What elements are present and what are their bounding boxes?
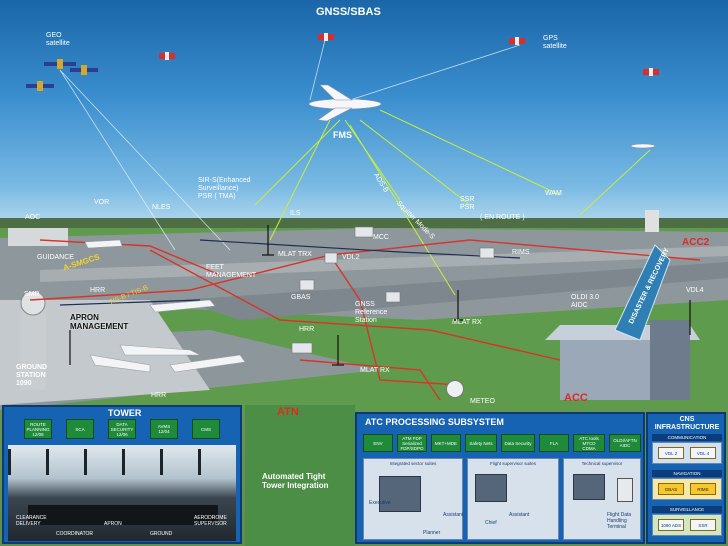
- tower-module-cms[interactable]: CMS: [192, 419, 220, 439]
- aoc-label: AOC: [25, 214, 41, 221]
- atc-module-data-security[interactable]: Data Security: [501, 434, 535, 452]
- tower-module-data-security[interactable]: DATA SECURITY 12/06: [108, 419, 136, 439]
- role-coordinator: COORDINATOR: [56, 531, 94, 537]
- hrr-label-left: HRR: [90, 287, 106, 294]
- tower-module-avms[interactable]: AVMS 12/04: [150, 419, 178, 439]
- role-clearance-delivery: CLEARANCE DELIVERY: [16, 515, 47, 527]
- ils-label: ILS: [290, 210, 301, 217]
- role-assistant: Assistant: [443, 512, 464, 518]
- radar-dish-icon: [446, 380, 464, 398]
- atc-module-atc-tools[interactable]: ATC tools MTCD CDMA: [573, 434, 605, 452]
- gnss-reference-label: GNSS Reference Station: [355, 301, 388, 324]
- cns-item-rims[interactable]: RIMS: [690, 483, 716, 495]
- integrated-sector-suites-label: Integrated sector suites: [389, 461, 437, 466]
- cns-item-ssr[interactable]: SSR: [690, 519, 716, 531]
- page-title: GNSS/SBAS: [316, 6, 381, 18]
- fdh-terminal: [617, 478, 633, 502]
- atc-module-env[interactable]: ENV: [363, 434, 393, 452]
- technical-supervisor-label: Technical supervisor: [581, 461, 623, 466]
- role-fdh-terminal: Flight Data Handling Terminal: [607, 512, 632, 530]
- mcc-label: MCC: [373, 234, 389, 241]
- sir-s-label: SIR-S(Enhanced Surveillance) PSR ( TMA): [198, 177, 251, 200]
- atc-module-mkt-mde[interactable]: MKT+MDE: [431, 434, 461, 452]
- atc-panel-title: ATC PROCESSING SUBSYSTEM: [365, 417, 504, 427]
- controller-console: [379, 476, 421, 512]
- rims-label: RIMS: [512, 249, 530, 256]
- tower-panel-title: TOWER: [108, 408, 142, 418]
- hrr-label-bottom: HRR: [151, 392, 167, 399]
- cns-item-vdl2[interactable]: VDL 2: [658, 447, 684, 459]
- cns-section-communication: COMMUNICATION: [652, 434, 722, 441]
- tower-cab-photo: CLEARANCE DELIVERY COORDINATOR APRON GRO…: [8, 445, 236, 541]
- gps-satellite-label: GPS satellite: [543, 35, 567, 50]
- atn-label: ATN: [277, 406, 299, 418]
- vdl4-label: VDL4: [686, 287, 704, 294]
- ground-station-label: GROUND STATION 1090: [16, 364, 48, 387]
- tower-integration-label: Automated Tight Tower Integration: [262, 472, 329, 490]
- wam-label: WAM: [545, 190, 562, 197]
- geo-satellite-label: GEO satellite: [46, 32, 70, 47]
- mlat-rx-label-center: MLAT RX: [360, 367, 390, 374]
- atc-module-atm-fdp[interactable]: ATM FDP Serialized FDP/SDPO: [397, 434, 427, 452]
- technical-console: [573, 474, 605, 500]
- en-route-label: ( EN ROUTE ): [480, 214, 525, 221]
- cns-item-gbas[interactable]: GBAS: [658, 483, 684, 495]
- role-assistant-2: Assistant: [509, 512, 530, 518]
- supervisor-console: [475, 474, 507, 502]
- acc-label: ACC: [564, 392, 588, 404]
- cns-item-vdl4[interactable]: VDL 4: [690, 447, 716, 459]
- atc-processing-panel: ATC PROCESSING SUBSYSTEM ENV ATM FDP Ser…: [355, 412, 645, 544]
- mlat-trx-label: MLAT TRX: [278, 251, 312, 258]
- vdl2-label: VDL2: [342, 254, 360, 261]
- guidance-label: GUIDANCE: [37, 254, 74, 261]
- fms-label: FMS: [333, 130, 352, 140]
- flight-supervisor-suites-label: Flight supervisor suites: [489, 461, 537, 466]
- cns-panel-title: CNS INFRASTRUCTURE: [654, 416, 720, 431]
- feet-management-label: FEET MANAGEMENT: [206, 264, 257, 279]
- vor-label: VOR: [94, 199, 110, 206]
- role-chief: Chief: [485, 520, 497, 526]
- mlat-rx-label-right: MLAT RX: [452, 319, 482, 326]
- apron-management-label: APRON MANAGEMENT: [70, 313, 129, 331]
- tower-module-sca[interactable]: SCA: [66, 419, 94, 439]
- acc2-label: ACC2: [682, 237, 710, 248]
- cns-section-surveillance: SURVEILLANCE: [652, 506, 722, 513]
- atc-module-fla[interactable]: FLA: [539, 434, 569, 452]
- ssr-psr-label: SSR PSR: [460, 196, 475, 211]
- meteo-label: METEO: [470, 398, 495, 405]
- cns-section-navigation: NAVIGATION: [652, 470, 722, 477]
- role-ground: GROUND: [150, 531, 173, 537]
- role-executive: Executive: [369, 500, 391, 506]
- hrr-label-center: HRR: [299, 326, 315, 333]
- oldi-aidc-label: OLDI 3.0 AIDC: [571, 294, 600, 309]
- role-aerodrome-supervisor: AERODROME SUPERVISOR: [194, 515, 227, 527]
- atc-module-safety-nets[interactable]: Safety Nets: [465, 434, 497, 452]
- nles-label: NLES: [152, 204, 171, 211]
- cns-infrastructure-panel: CNS INFRASTRUCTURE COMMUNICATION VDL 2 V…: [646, 412, 726, 544]
- role-planner: Planner: [423, 530, 441, 536]
- cns-item-1090-ads[interactable]: 1090 ADS: [658, 519, 684, 531]
- tower-panel: TOWER ROUTE PLANNING 12/06 SCA DATA SECU…: [2, 405, 242, 544]
- tower-module-route-planning[interactable]: ROUTE PLANNING 12/06: [24, 419, 52, 439]
- atc-module-oldi-aftn[interactable]: OLDI/AFTN AIDC: [609, 434, 641, 452]
- gbas-label: GBAS: [291, 294, 311, 301]
- smr-label: SMR: [24, 291, 40, 298]
- role-apron: APRON: [104, 521, 122, 527]
